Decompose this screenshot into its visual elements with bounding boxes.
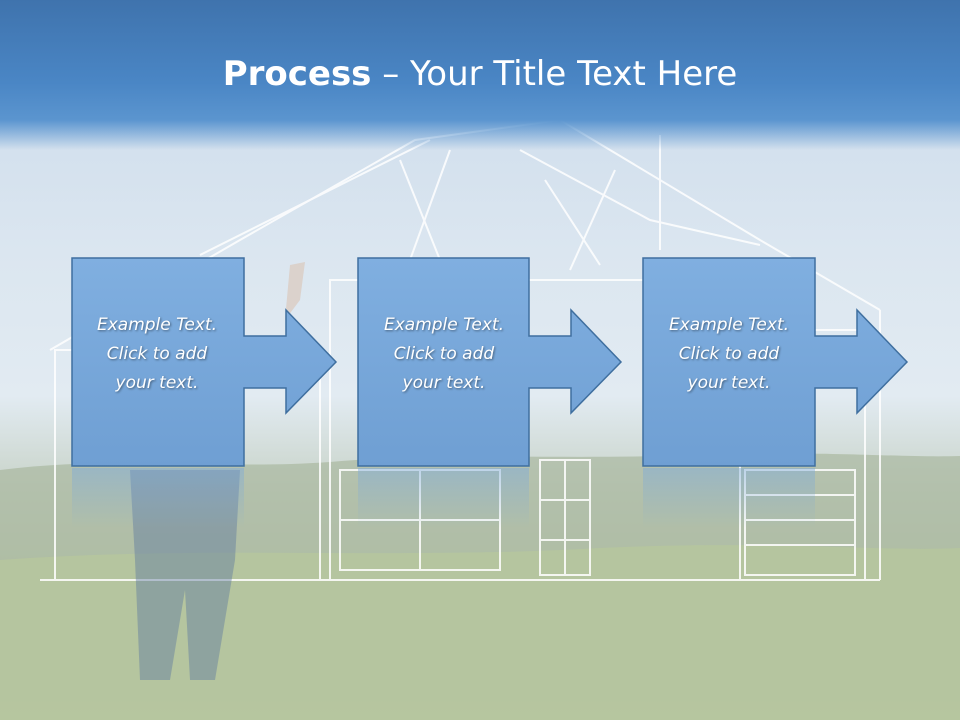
step-3-line-2: Click to add — [678, 344, 780, 364]
step-3-line-1: Example Text. — [668, 315, 790, 335]
step-2-arrow[interactable] — [357, 257, 623, 528]
grass — [0, 545, 960, 720]
step-1-line-1: Example Text. — [96, 315, 218, 335]
title-bar — [0, 0, 960, 150]
title-bold: Process — [222, 54, 372, 94]
step-1-arrow[interactable] — [71, 257, 338, 528]
step-2-line-2: Click to add — [393, 344, 495, 364]
house-outline — [40, 118, 881, 581]
step-3-line-3: your text. — [687, 373, 771, 393]
step-3-arrow[interactable] — [642, 257, 909, 528]
step-1-line-3: your text. — [115, 373, 199, 393]
title-rest: – Your Title Text Here — [371, 54, 738, 94]
step-2-line-1: Example Text. — [383, 315, 505, 335]
step-1-line-2: Click to add — [106, 344, 208, 364]
step-2-text[interactable]: Example Text. Click to add your text. — [357, 311, 531, 398]
step-1-text[interactable]: Example Text. Click to add your text. — [70, 311, 244, 398]
step-3-text[interactable]: Example Text. Click to add your text. — [642, 311, 816, 398]
step-2-line-3: your text. — [402, 373, 486, 393]
slide-title[interactable]: Process – Your Title Text Here — [0, 52, 960, 96]
